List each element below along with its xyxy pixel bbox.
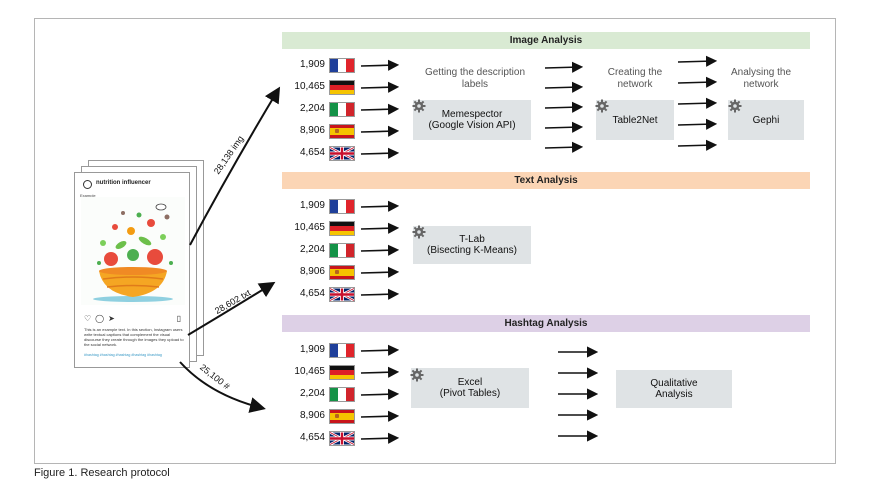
image-arrow-mid-4 xyxy=(544,141,584,153)
image-flag-germany-icon xyxy=(329,80,355,95)
hashtag-arrow-in-1 xyxy=(360,366,400,378)
image-arrow-in-0 xyxy=(360,59,400,71)
box-memespector-line1: Memespector xyxy=(441,109,503,120)
text-flag-germany-icon xyxy=(329,221,355,236)
hashtag-arrow-in-4 xyxy=(360,432,400,444)
image-arrow-in-2 xyxy=(360,103,400,115)
box-tlab: T-Lab (Bisecting K-Means) xyxy=(413,226,531,264)
band-image-analysis: Image Analysis xyxy=(282,32,810,49)
box-qualitative: Qualitative Analysis xyxy=(616,370,732,408)
text-arrow-in-0 xyxy=(360,200,400,212)
box-tlab-line1: T-Lab xyxy=(459,234,485,245)
image-flag-united-kingdom-icon xyxy=(329,146,355,161)
text-count-0: 1,909 xyxy=(299,200,325,211)
text-count-3: 8,906 xyxy=(299,266,325,277)
box-tlab-line2: (Bisecting K-Means) xyxy=(426,245,518,256)
image-count-3: 8,906 xyxy=(299,125,325,136)
post-action-icons: ♡◯➤ xyxy=(84,314,119,323)
band-hashtag-analysis: Hashtag Analysis xyxy=(282,315,810,332)
text-arrow-in-3 xyxy=(360,266,400,278)
text-count-1: 10,465 xyxy=(294,222,325,233)
image-arrow-mid-0 xyxy=(544,61,584,73)
hashtag-arrow-in-3 xyxy=(360,410,400,422)
box-memespector: Memespector (Google Vision API) xyxy=(413,100,531,140)
gear-icon xyxy=(728,99,742,113)
post-caption: This is an example text. In this section… xyxy=(84,327,184,347)
box-gephi-label: Gephi xyxy=(752,114,780,126)
box-gephi: Gephi xyxy=(728,100,804,140)
band-text-analysis: Text Analysis xyxy=(282,172,810,189)
text-arrow-in-1 xyxy=(360,222,400,234)
step-label-network: Creating the network xyxy=(607,67,663,90)
hashtag-flag-france-icon xyxy=(329,343,355,358)
box-excel: Excel (Pivot Tables) xyxy=(411,368,529,408)
text-flag-italy-icon xyxy=(329,243,355,258)
image-arrow-right-4 xyxy=(677,139,718,151)
gear-icon xyxy=(595,99,609,113)
hashtag-arrow-in-0 xyxy=(360,344,400,356)
box-table2net-label: Table2Net xyxy=(612,114,658,126)
box-table2net: Table2Net xyxy=(596,100,674,140)
hashtag-count-3: 8,906 xyxy=(299,410,325,421)
hashtag-count-4: 4,654 xyxy=(299,432,325,443)
text-flag-france-icon xyxy=(329,199,355,214)
text-arrow-in-4 xyxy=(360,288,400,300)
post-card: nutrition influencer Example ♡◯➤ ▯ This … xyxy=(74,172,190,368)
image-arrow-mid-1 xyxy=(544,81,584,93)
post-username: nutrition influencer xyxy=(96,180,151,186)
text-flag-spain-icon xyxy=(329,265,355,280)
box-qualitative-line1: Qualitative xyxy=(650,378,698,389)
image-arrow-right-0 xyxy=(677,55,718,67)
flow-arrow-txt xyxy=(187,281,276,336)
image-arrow-mid-3 xyxy=(544,121,584,133)
image-flag-italy-icon xyxy=(329,102,355,117)
post-hashtags: #hashtag #hashtag #hashtag #hashtag #has… xyxy=(84,353,162,357)
hashtag-flag-spain-icon xyxy=(329,409,355,424)
image-count-4: 4,654 xyxy=(299,147,325,158)
box-excel-line1: Excel xyxy=(457,377,483,388)
text-arrow-in-2 xyxy=(360,244,400,256)
image-count-2: 2,204 xyxy=(299,103,325,114)
box-qualitative-line2: Analysis xyxy=(655,389,693,400)
gear-icon xyxy=(412,99,426,113)
flow-arrow-hash xyxy=(179,361,266,413)
image-arrow-right-3 xyxy=(677,118,718,130)
image-arrow-in-1 xyxy=(360,81,400,93)
hashtag-flag-united-kingdom-icon xyxy=(329,431,355,446)
hashtag-count-2: 2,204 xyxy=(299,388,325,399)
text-count-4: 4,654 xyxy=(299,288,325,299)
bookmark-icon: ▯ xyxy=(176,314,181,323)
step-label-analysing: Analysing the network xyxy=(730,67,792,90)
image-arrow-in-4 xyxy=(360,147,400,159)
avatar xyxy=(83,180,92,189)
hashtag-flag-italy-icon xyxy=(329,387,355,402)
hashtag-count-1: 10,465 xyxy=(294,366,325,377)
hashtag-flag-germany-icon xyxy=(329,365,355,380)
gear-icon xyxy=(412,225,426,239)
gear-icon xyxy=(410,368,424,382)
image-arrow-mid-2 xyxy=(544,101,584,113)
step-label-description: Getting the description labels xyxy=(424,67,526,90)
hashtag-count-0: 1,909 xyxy=(299,344,325,355)
image-count-1: 10,465 xyxy=(294,81,325,92)
box-memespector-line2: (Google Vision API) xyxy=(428,120,516,131)
salad-bowl-image xyxy=(81,197,185,305)
image-count-0: 1,909 xyxy=(299,59,325,70)
image-arrow-right-2 xyxy=(677,97,718,109)
post-sample-label: Example xyxy=(80,193,96,198)
flow-arrow-img xyxy=(189,86,281,246)
text-count-2: 2,204 xyxy=(299,244,325,255)
text-flag-united-kingdom-icon xyxy=(329,287,355,302)
image-arrow-in-3 xyxy=(360,125,400,137)
hashtag-arrow-in-2 xyxy=(360,388,400,400)
box-excel-line2: (Pivot Tables) xyxy=(439,388,501,399)
figure-caption: Figure 1. Research protocol xyxy=(34,467,170,479)
image-arrow-right-1 xyxy=(677,76,718,88)
image-flag-spain-icon xyxy=(329,124,355,139)
image-flag-france-icon xyxy=(329,58,355,73)
